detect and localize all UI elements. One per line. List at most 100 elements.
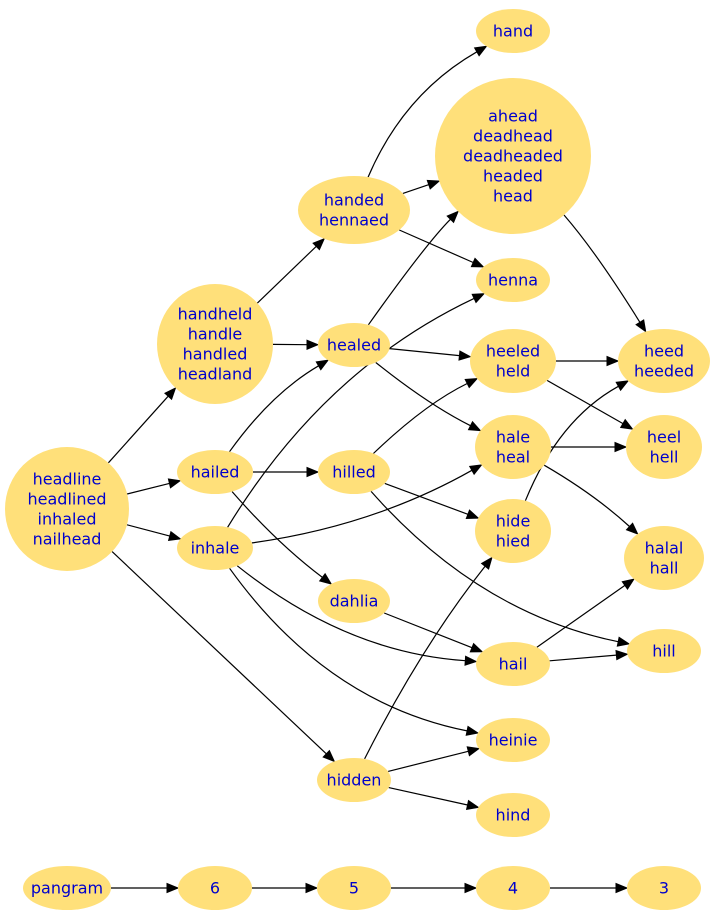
edge-line [367, 51, 478, 178]
edge-line [126, 482, 170, 495]
node-label: hill [652, 642, 675, 661]
node-label: 6 [210, 879, 220, 898]
edge-hilled-to-hide [384, 482, 480, 520]
node-label: 4 [508, 879, 518, 898]
arrowhead [318, 572, 333, 585]
edge-inhale-to-hail [236, 565, 478, 666]
edge-line [370, 491, 619, 643]
node-label: 5 [349, 879, 359, 898]
node-shape [476, 793, 550, 837]
arrowhead [464, 655, 478, 666]
node-label: inhale [191, 539, 240, 558]
arrowhead [322, 749, 336, 763]
edge-line [364, 565, 486, 760]
node-n6: 6 [178, 866, 252, 910]
arrowhead [625, 522, 639, 535]
arrowhead [465, 509, 480, 520]
arrowhead [306, 466, 320, 478]
arrowhead [469, 642, 484, 653]
edge-line [227, 297, 475, 528]
edge-line [384, 482, 469, 515]
node-label: hilled [332, 463, 375, 482]
node-shape [5, 447, 129, 571]
edge-headline-to-inhale [126, 524, 182, 541]
node-hailed: hailed [177, 450, 253, 494]
edge-line [402, 183, 430, 194]
arrowhead [470, 257, 485, 268]
arrowhead [315, 359, 330, 371]
edge-line [524, 385, 619, 501]
node-shape [626, 415, 702, 479]
edge-inhale-to-henna [227, 293, 486, 528]
node-shape [177, 526, 253, 570]
edge-line [536, 584, 626, 648]
node-label: handheld [178, 305, 253, 324]
edge-hailed-to-hilled [253, 466, 320, 478]
arrowhead [465, 725, 480, 736]
node-label: dahlia [330, 592, 379, 611]
edge-line [375, 362, 471, 427]
edge-hale-to-halal [543, 464, 639, 535]
node-label: inhaled [38, 510, 97, 529]
arrowhead [458, 350, 472, 361]
edge-hail-to-hill [549, 649, 629, 662]
arrowhead [615, 882, 629, 894]
edge-handed-to-henna [399, 229, 485, 268]
edge-healed-to-heeled [389, 348, 472, 361]
node-shape [476, 866, 550, 910]
node-label: heal [496, 448, 530, 467]
node-label: pangram [31, 879, 103, 898]
edge-inhale-to-heinie [229, 567, 480, 736]
arrowhead [306, 339, 320, 350]
edge-healed-to-ahead [367, 210, 460, 326]
edge-line [563, 214, 641, 323]
node-label: heinie [489, 731, 538, 750]
edge-handheld-to-handed [256, 237, 326, 304]
node-shape [476, 258, 550, 302]
node-label: deadhead [473, 127, 553, 146]
node-shape [318, 450, 390, 494]
edge-hail-to-halal [536, 578, 635, 648]
arrowhead [615, 380, 630, 392]
node-shape [475, 415, 551, 479]
node-shape [157, 284, 273, 404]
node-label: heel [647, 428, 681, 447]
arrowhead [426, 179, 441, 190]
edge-hale-to-heel [551, 441, 628, 453]
arrowhead [635, 319, 647, 333]
node-label: hennaed [319, 211, 389, 230]
node-n3: 3 [627, 866, 701, 910]
node-shape [470, 329, 556, 393]
node-label: handle [188, 325, 243, 344]
arrowhead [619, 418, 634, 430]
arrowhead [312, 237, 326, 251]
arrowhead [305, 882, 319, 894]
node-heinie: heinie [476, 718, 550, 762]
edge-heeled-to-heed [556, 355, 620, 367]
node-label: headlined [28, 490, 107, 509]
arrowhead [473, 45, 488, 57]
node-label: heed [644, 342, 684, 361]
edge-n4-to-n3 [550, 882, 629, 894]
node-shape [317, 758, 391, 802]
edge-line [231, 491, 323, 578]
edge-healed-to-hale [375, 362, 482, 432]
node-hail: hail [476, 642, 550, 686]
node-label: hied [496, 532, 531, 551]
edge-line [111, 551, 327, 755]
edge-handed-to-hand [367, 45, 488, 178]
edge-inhale-to-hale [251, 464, 483, 544]
arrowhead [167, 530, 182, 541]
edge-headline-to-hidden [111, 551, 336, 763]
node-label: hidden [327, 771, 382, 790]
node-label: hailed [191, 463, 240, 482]
node-shape [618, 329, 710, 393]
edge-headline-to-hailed [126, 478, 182, 495]
node-shape [476, 9, 550, 53]
